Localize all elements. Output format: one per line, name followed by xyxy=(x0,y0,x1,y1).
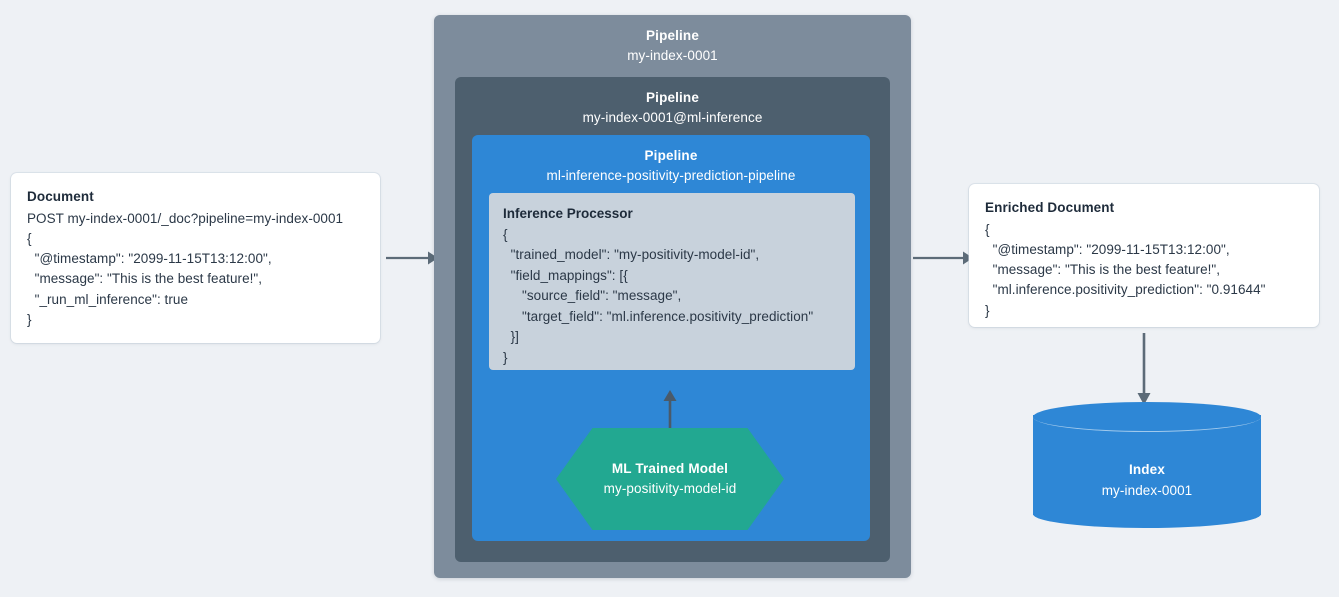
pipeline-outer-value: my-index-0001 xyxy=(627,48,718,64)
ml-trained-model-value: my-positivity-model-id xyxy=(603,481,737,496)
pipeline-middle-header: Pipeline my-index-0001@ml-inference xyxy=(455,77,890,129)
document-title: Document xyxy=(27,189,94,204)
inference-processor-line-6: } xyxy=(503,349,508,365)
index-cylinder-top xyxy=(1033,402,1261,432)
index-value: my-index-0001 xyxy=(1101,482,1193,498)
document-line-3: "message": "This is the best feature!", xyxy=(27,271,263,287)
arrow-pipeline-to-enriched-icon xyxy=(913,248,973,268)
pipeline-middle-label: Pipeline xyxy=(646,90,699,105)
pipeline-outer-header: Pipeline my-index-0001 xyxy=(434,15,911,67)
ml-trained-model-title: ML Trained Model xyxy=(611,460,729,476)
pipeline-outer-label: Pipeline xyxy=(646,28,699,43)
enriched-document-line-3: "ml.inference.positivity_prediction": "0… xyxy=(985,282,1266,298)
enriched-document-line-2: "message": "This is the best feature!", xyxy=(985,262,1221,278)
enriched-document-line-1: "@timestamp": "2099-11-15T13:12:00", xyxy=(985,241,1230,257)
pipeline-inner-label: Pipeline xyxy=(644,148,698,163)
document-card: Document POST my-index-0001/_doc?pipelin… xyxy=(11,173,380,343)
enriched-document-card: Enriched Document { "@timestamp": "2099-… xyxy=(969,184,1319,327)
index-cylinder: Index my-index-0001 xyxy=(1033,402,1261,528)
pipeline-inner-header: Pipeline ml-inference-positivity-predict… xyxy=(472,135,870,187)
ml-trained-model-hexagon: ML Trained Model my-positivity-model-id xyxy=(556,428,784,530)
pipeline-middle-value: my-index-0001@ml-inference xyxy=(582,110,763,126)
document-line-0: POST my-index-0001/_doc?pipeline=my-inde… xyxy=(27,210,344,226)
document-line-4: "_run_ml_inference": true xyxy=(27,291,189,307)
arrow-enriched-to-index-icon xyxy=(1134,333,1154,405)
inference-processor-card: Inference Processor { "trained_model": "… xyxy=(489,193,855,370)
inference-processor-line-4: "target_field": "ml.inference.positivity… xyxy=(503,308,814,324)
document-line-5: } xyxy=(27,311,32,327)
inference-processor-line-0: { xyxy=(503,226,508,242)
arrow-document-to-pipeline-icon xyxy=(386,248,438,268)
document-line-1: { xyxy=(27,230,32,246)
pipeline-inner-value: ml-inference-positivity-prediction-pipel… xyxy=(546,168,796,184)
inference-processor-line-3: "source_field": "message", xyxy=(503,288,682,304)
inference-processor-title: Inference Processor xyxy=(503,206,633,221)
index-cylinder-text: Index my-index-0001 xyxy=(1033,460,1261,502)
inference-processor-line-5: }] xyxy=(503,329,519,345)
enriched-document-line-4: } xyxy=(985,302,990,318)
index-title: Index xyxy=(1128,462,1165,477)
inference-processor-line-2: "field_mappings": [{ xyxy=(503,267,628,283)
enriched-document-line-0: { xyxy=(985,221,990,237)
enriched-document-title: Enriched Document xyxy=(985,200,1115,215)
document-line-2: "@timestamp": "2099-11-15T13:12:00", xyxy=(27,251,272,267)
inference-processor-line-1: "trained_model": "my-positivity-model-id… xyxy=(503,247,760,263)
